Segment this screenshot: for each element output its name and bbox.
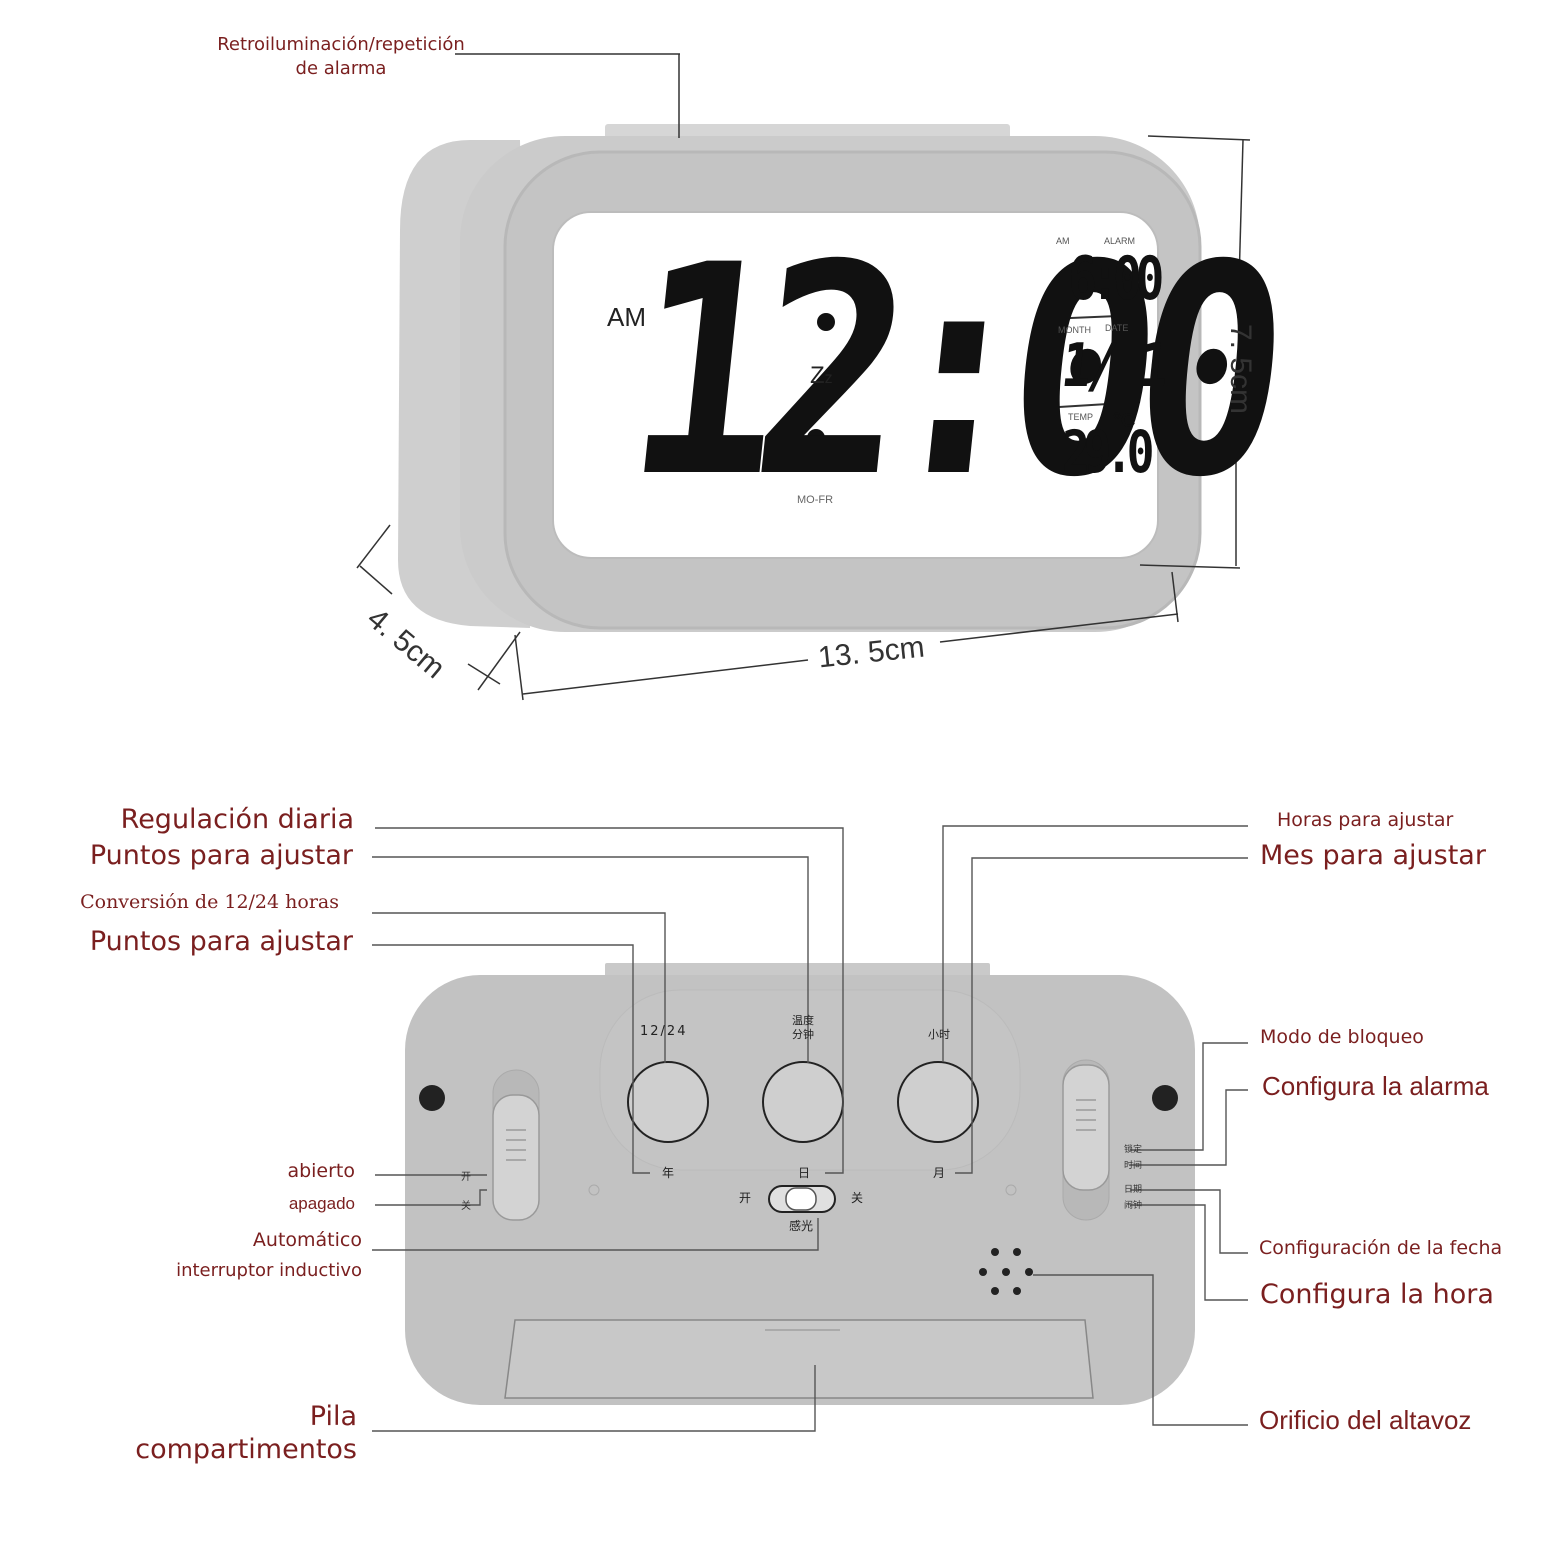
lcd-screen <box>552 211 1159 559</box>
label-alarma: Configura la alarma <box>1262 1071 1489 1101</box>
label-bloqueo: Modo de bloqueo <box>1260 1026 1424 1048</box>
colon-dot-bottom <box>807 429 825 447</box>
label-puntos-2: Puntos para ajustar <box>89 926 353 957</box>
lcd-main-time: 12:00 <box>614 204 1280 541</box>
left-off-text: 关 <box>461 1201 471 1212</box>
lcd-snooze-zz: Zz <box>810 362 833 389</box>
label-automatico: Automático <box>252 1229 362 1251</box>
switch-open-text: 开 <box>739 1191 752 1205</box>
back-buttons <box>627 1061 979 1143</box>
hang-hole-right <box>1152 1085 1178 1111</box>
lcd-month-label: MONTH <box>1058 325 1091 335</box>
btn3-top-text: 小时 <box>928 1028 950 1041</box>
lcd-alarm-time: 6:00 <box>1068 244 1164 314</box>
btn3-bottom-text: 月 <box>933 1166 946 1180</box>
label-abierto: abierto <box>287 1160 355 1182</box>
label-compartimentos: compartimentos <box>135 1434 357 1465</box>
battery-compartment <box>504 1319 1094 1399</box>
lcd-temp-label: TEMP <box>1068 412 1094 422</box>
colon-dot-top <box>817 313 835 331</box>
btn1-bottom-text: 年 <box>662 1166 675 1180</box>
btn1-top-text: 12/24 <box>640 1024 688 1039</box>
label-mes: Mes para ajustar <box>1260 840 1486 871</box>
lcd-temp-unit: °C <box>1113 410 1136 432</box>
label-pila: Pila <box>309 1401 357 1432</box>
label-apagado: apagado <box>288 1194 355 1213</box>
switch-close-text: 关 <box>851 1191 864 1205</box>
lcd-date-label: DATE <box>1105 323 1129 333</box>
speaker-holes <box>979 1248 1033 1295</box>
right-text-4: 闹钟 <box>1124 1201 1143 1211</box>
lcd-date-value: 1/ 1 <box>1058 331 1169 401</box>
label-altavoz: Orificio del altavoz <box>1259 1405 1472 1435</box>
right-slider-knob <box>1062 1064 1110 1191</box>
front-view <box>356 53 1251 701</box>
left-slider-knob <box>492 1094 540 1221</box>
back-view <box>372 825 1248 1432</box>
label-fecha: Configuración de la fecha <box>1259 1237 1503 1259</box>
label-regulacion: Regulación diaria <box>120 804 354 835</box>
right-text-2: 时间 <box>1124 1161 1143 1171</box>
lcd-ampm: AM <box>607 302 646 332</box>
label-top-button: Retroiluminación/repetición de alarma <box>217 34 465 79</box>
callout-lines <box>372 825 1248 1432</box>
lcd-temp-value: 29.0 <box>1062 418 1155 486</box>
switch-sense-text: 感光 <box>789 1219 814 1233</box>
label-hora: Configura la hora <box>1260 1279 1494 1310</box>
right-text-3: 日期 <box>1124 1185 1143 1195</box>
btn2-top-text-a: 温度 <box>792 1014 814 1027</box>
right-text-1: 锁定 <box>1124 1145 1143 1155</box>
label-conversion: Conversión de 12/24 horas <box>80 891 339 913</box>
lcd-weekday: MO-FR <box>797 494 834 506</box>
dimension-lines <box>356 53 1251 701</box>
label-puntos-1: Puntos para ajustar <box>89 840 353 871</box>
left-on-text: 开 <box>461 1172 471 1183</box>
lcd-alarm-am: AM <box>1056 236 1070 246</box>
label-interruptor: interruptor inductivo <box>176 1260 362 1281</box>
btn2-bottom-text: 日 <box>798 1166 811 1180</box>
label-horas: Horas para ajustar <box>1277 809 1454 831</box>
dim-height: 7. 5cm <box>1224 324 1257 415</box>
btn2-top-text-b: 分钟 <box>792 1028 814 1041</box>
hang-hole-left <box>419 1085 445 1111</box>
lcd-alarm-label: ALARM <box>1104 236 1136 246</box>
